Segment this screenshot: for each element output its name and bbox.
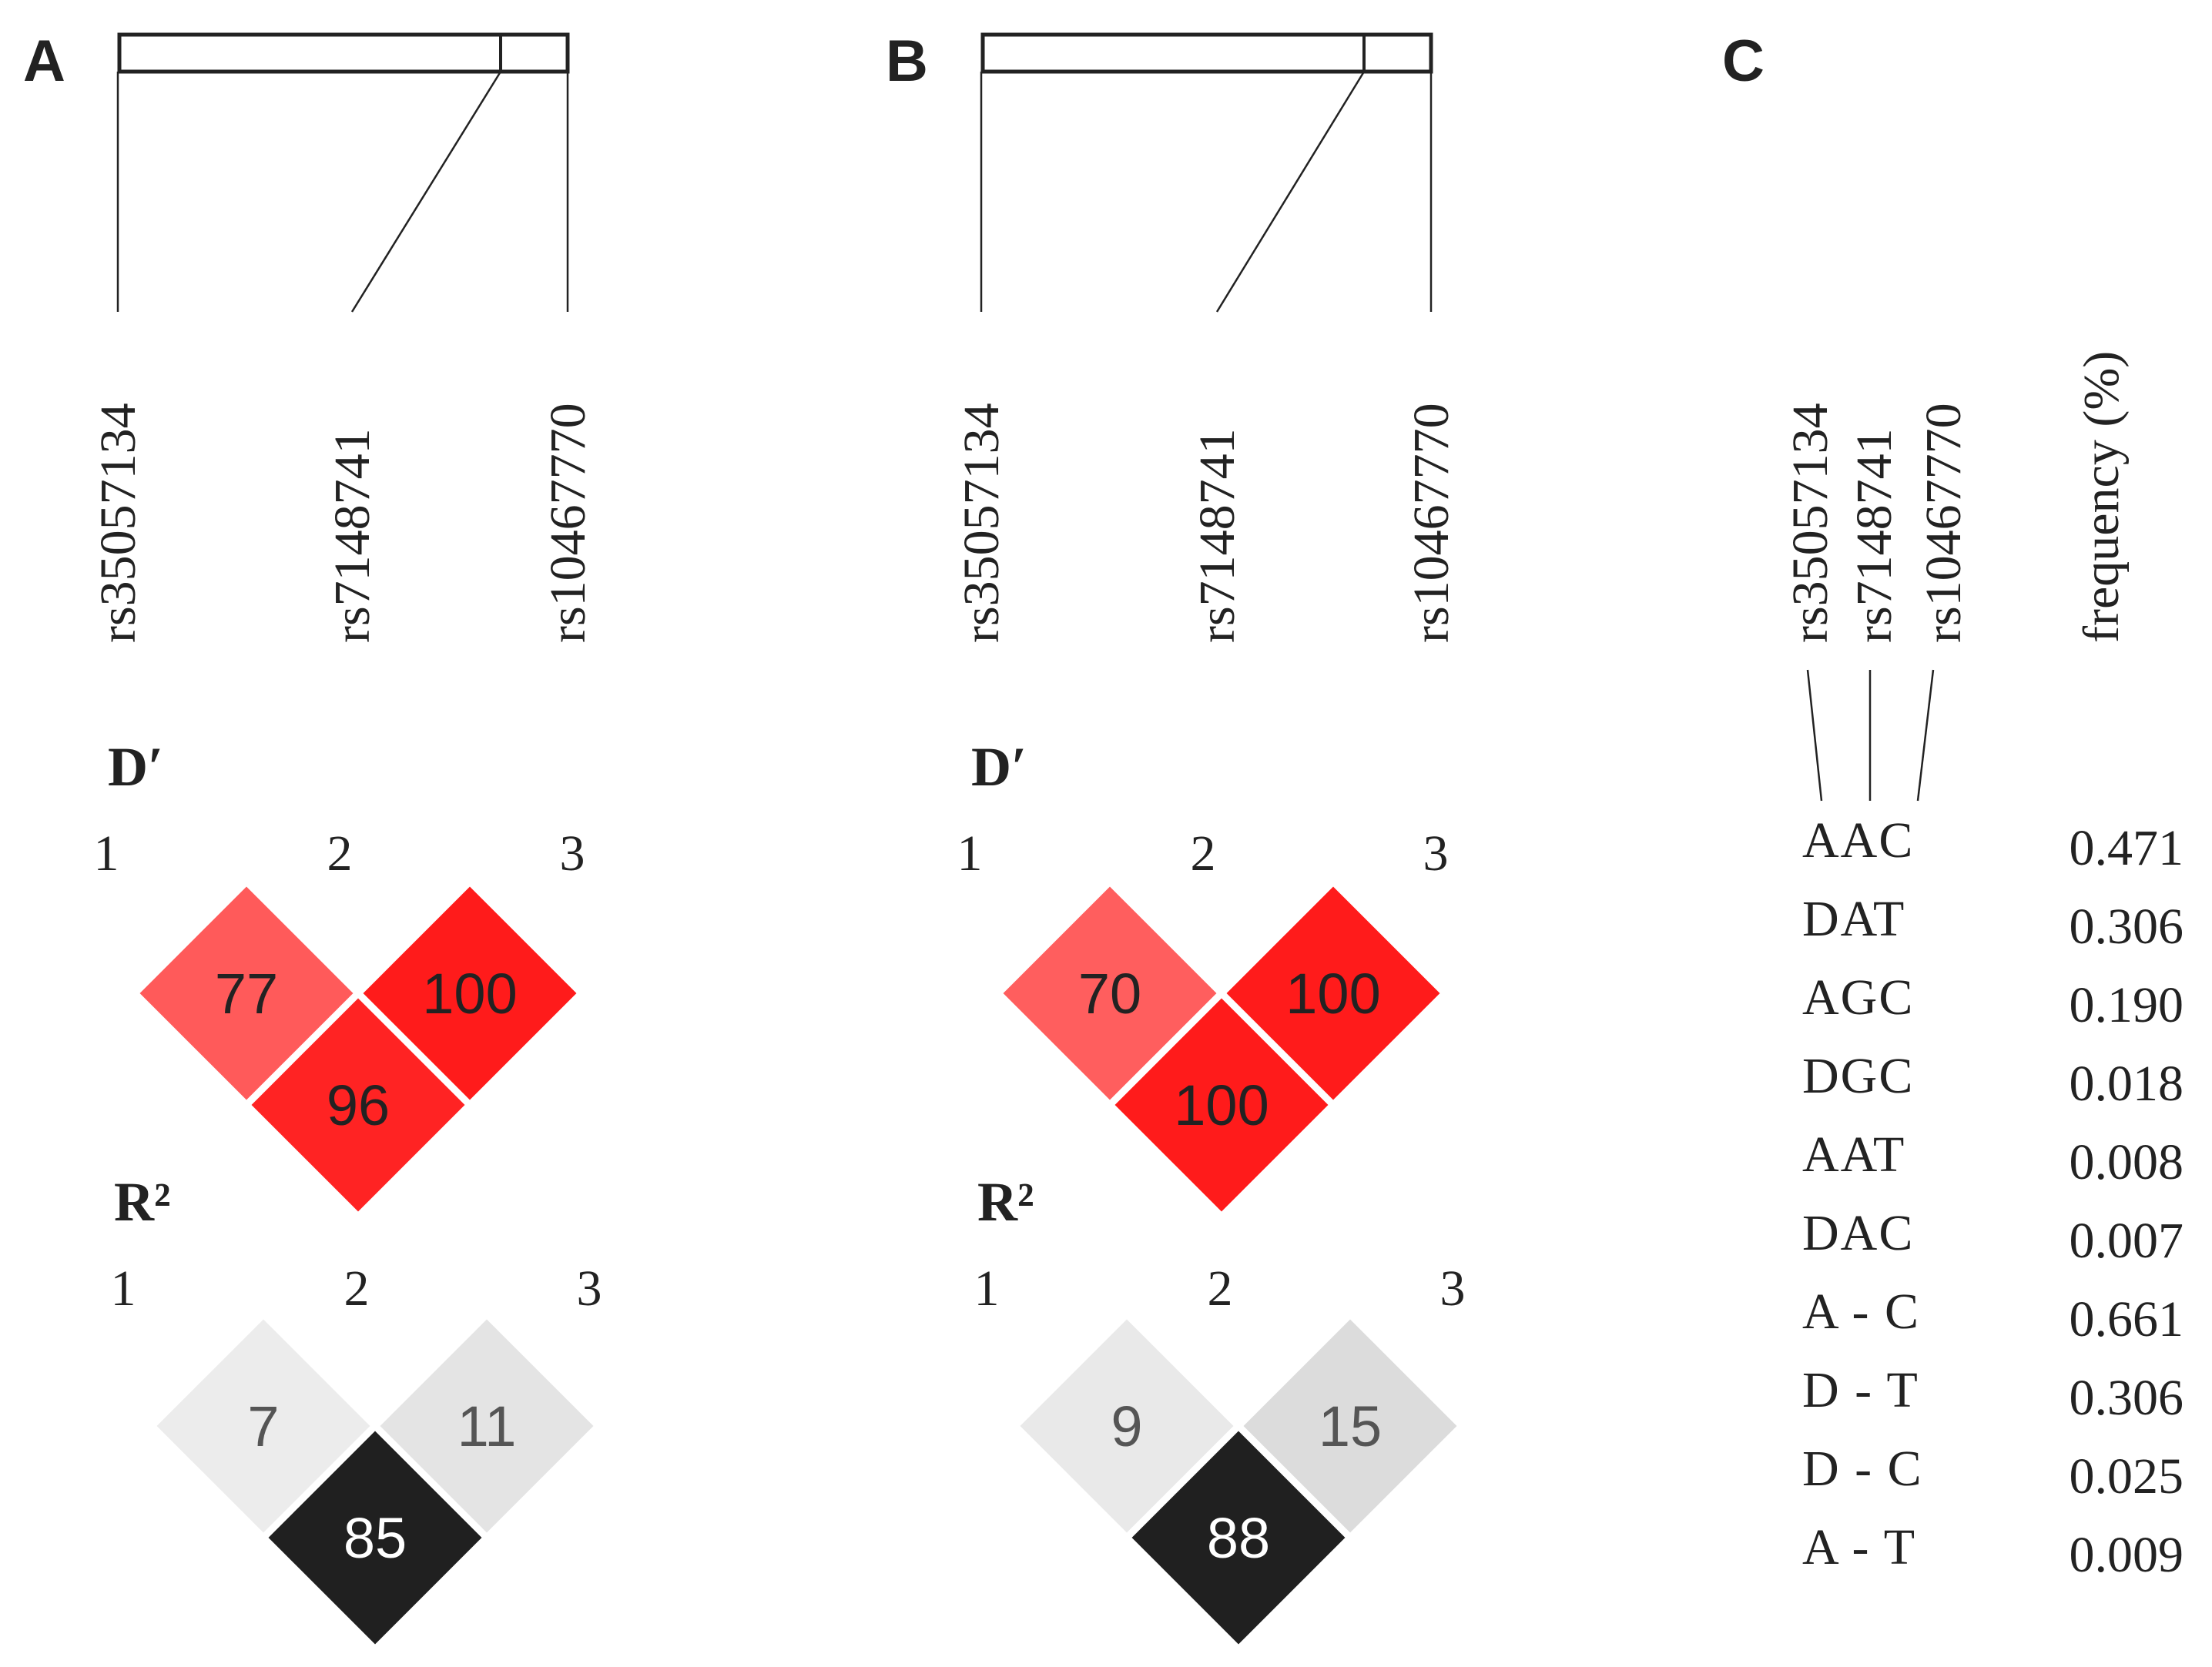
snp-connector-line — [1916, 669, 1935, 802]
r2-cell-value: 85 — [344, 1506, 407, 1570]
haplotype-label: AAT — [1802, 1126, 1905, 1183]
snp-index: 2 — [344, 1260, 370, 1317]
haplotype-frequency: 0.025 — [2070, 1448, 2184, 1505]
snp-connector-line — [1215, 71, 1366, 313]
haplotype-frequency: 0.306 — [2070, 899, 2184, 955]
haplotype-label: DAT — [1802, 891, 1905, 947]
haplotype-frequency: 0.009 — [2070, 1527, 2184, 1583]
snp-label: rs7148741 — [1846, 428, 1902, 643]
dprime-title: D′ — [971, 736, 1027, 798]
r2-ld-block: R² 1 2 3 7 11 85 — [111, 1171, 602, 1650]
haplotype-frequency: 0.007 — [2070, 1213, 2184, 1269]
snp-index: 2 — [1191, 825, 1216, 882]
haplotype-row: D - C 0.025 — [1802, 1441, 2184, 1505]
r2-cell-value: 7 — [247, 1394, 279, 1458]
dprime-cell-value: 96 — [327, 1073, 390, 1137]
dprime-ld-block: D′ 1 2 3 77 100 96 — [94, 736, 585, 1217]
snp-index: 2 — [327, 825, 353, 882]
frequency-header: frequency (%) — [2073, 351, 2130, 643]
gene-region-box — [980, 32, 1433, 74]
snp-label: rs10467770 — [540, 403, 596, 643]
snp-index: 3 — [560, 825, 585, 882]
snp-label: rs35057134 — [954, 403, 1010, 643]
haplotype-frequency: 0.008 — [2070, 1134, 2184, 1190]
dprime-title: D′ — [108, 736, 163, 798]
r2-cell-1-2 — [1014, 1314, 1239, 1538]
haplotype-label: D - C — [1802, 1441, 1923, 1497]
r2-cell-2-3 — [1238, 1314, 1463, 1538]
dprime-cell-value: 77 — [215, 962, 278, 1026]
r2-cell-1-3 — [1126, 1425, 1351, 1650]
snp-index: 1 — [94, 825, 119, 882]
dprime-cell-2-3 — [357, 881, 582, 1106]
haplotype-frequency: 0.661 — [2070, 1291, 2184, 1347]
snp-label: rs35057134 — [90, 403, 146, 643]
dprime-cell-1-3 — [246, 993, 471, 1217]
snp-index: 2 — [1208, 1260, 1233, 1317]
panel-label: A — [23, 28, 65, 94]
gene-region-box — [117, 32, 570, 74]
haplotype-label: D - T — [1802, 1362, 1919, 1418]
dprime-cell-value: 100 — [422, 962, 517, 1026]
haplotype-row: AAC 0.471 — [1802, 812, 2184, 876]
snp-index: 1 — [111, 1260, 136, 1317]
haplotype-row: AGC 0.190 — [1802, 969, 2184, 1033]
dprime-cell-value: 70 — [1078, 962, 1141, 1026]
haplotype-label: DGC — [1802, 1048, 1914, 1104]
haplotype-row: DAT 0.306 — [1802, 891, 2184, 955]
haplotype-frequency: 0.190 — [2070, 977, 2184, 1033]
r2-cell-value: 88 — [1207, 1506, 1270, 1570]
haplotype-row: AAT 0.008 — [1802, 1126, 2184, 1190]
haplotype-frequency: 0.471 — [2070, 820, 2184, 876]
r2-cell-value: 15 — [1319, 1394, 1382, 1458]
haplotype-row: DAC 0.007 — [1802, 1205, 2184, 1269]
snp-index: 3 — [1423, 825, 1449, 882]
snp-index: 3 — [1440, 1260, 1466, 1317]
r2-title: R² — [114, 1171, 171, 1233]
snp-label: rs7148741 — [324, 428, 380, 643]
dprime-cell-value: 100 — [1285, 962, 1380, 1026]
snp-index: 1 — [974, 1260, 1000, 1317]
haplotype-label: DAC — [1802, 1205, 1914, 1261]
snp-label: rs7148741 — [1189, 428, 1245, 643]
snp-index: 3 — [577, 1260, 602, 1317]
r2-cell-value: 11 — [457, 1394, 517, 1458]
haplotype-label: A - T — [1802, 1519, 1916, 1575]
panel-label: C — [1722, 28, 1765, 94]
haplotype-row: A - C 0.661 — [1802, 1284, 2184, 1347]
snp-index: 1 — [957, 825, 983, 882]
r2-title: R² — [977, 1171, 1034, 1233]
r2-cell-1-3 — [263, 1425, 488, 1650]
snp-connector-line — [350, 71, 502, 313]
snp-label: rs35057134 — [1782, 403, 1838, 643]
haplotype-row: A - T 0.009 — [1802, 1519, 2184, 1583]
r2-cell-2-3 — [374, 1314, 599, 1538]
snp-label: rs10467770 — [1915, 403, 1972, 643]
haplotype-row: D - T 0.306 — [1802, 1362, 2184, 1426]
haplotype-frequency: 0.306 — [2070, 1370, 2184, 1426]
r2-ld-block: R² 1 2 3 9 15 88 — [974, 1171, 1466, 1650]
r2-cell-value: 9 — [1111, 1394, 1142, 1458]
haplotype-row: DGC 0.018 — [1802, 1048, 2184, 1112]
dprime-cell-1-2 — [134, 881, 359, 1106]
panel-label: B — [886, 28, 928, 94]
haplotype-label: AGC — [1802, 969, 1914, 1026]
snp-label: rs10467770 — [1403, 403, 1460, 643]
haplotype-frequency: 0.018 — [2070, 1056, 2184, 1112]
dprime-cell-value: 100 — [1174, 1073, 1269, 1137]
dprime-cell-2-3 — [1221, 881, 1446, 1106]
haplotype-label: A - C — [1802, 1284, 1920, 1340]
dprime-cell-1-2 — [997, 881, 1222, 1106]
r2-cell-1-2 — [151, 1314, 376, 1538]
haplotype-label: AAC — [1802, 812, 1914, 869]
snp-connector-line — [1806, 669, 1823, 802]
dprime-cell-1-3 — [1109, 993, 1334, 1217]
